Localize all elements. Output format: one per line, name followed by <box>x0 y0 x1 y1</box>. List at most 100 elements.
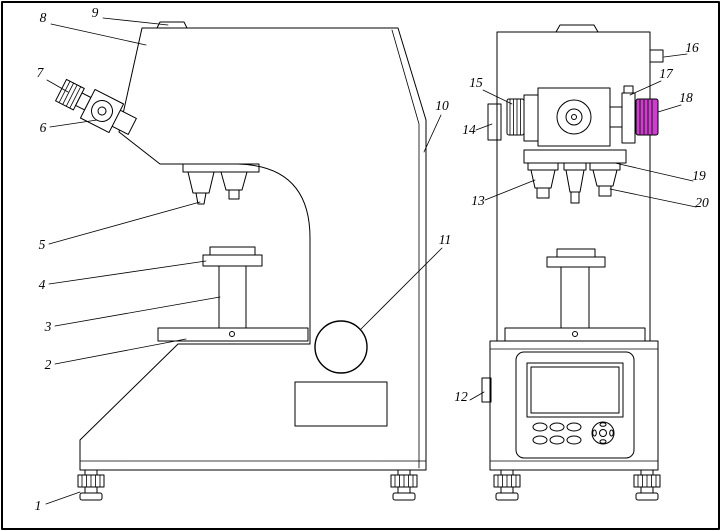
callout-19: 19 <box>692 168 706 183</box>
anvil-top-front <box>556 248 596 258</box>
dpad-control <box>591 421 615 445</box>
base-housing <box>489 340 659 471</box>
key-button <box>566 422 582 432</box>
machine-body-outline <box>79 27 427 471</box>
objective-tip-left <box>536 187 550 199</box>
stage-plate-front <box>504 327 646 342</box>
knurl-hatching-right <box>639 99 653 135</box>
anvil-top <box>209 246 256 256</box>
right-plate <box>621 92 636 144</box>
elevating-screw-front <box>560 266 590 329</box>
filler-cap <box>156 21 188 29</box>
callout-12: 12 <box>454 389 468 404</box>
callout-16: 16 <box>685 40 699 55</box>
foot-screw <box>390 469 418 501</box>
callout-1: 1 <box>35 498 42 513</box>
side-knob <box>481 377 492 403</box>
anvil-base <box>202 254 263 267</box>
callout-11: 11 <box>439 232 452 247</box>
callout-2: 2 <box>45 357 52 372</box>
callout-8: 8 <box>40 10 47 25</box>
foot-screw <box>493 469 521 501</box>
callout-15: 15 <box>469 75 483 90</box>
callout-13: 13 <box>471 193 485 208</box>
display-screen <box>530 366 620 414</box>
elevating-screw <box>218 265 247 329</box>
callout-3: 3 <box>44 319 52 334</box>
head-bracket <box>523 94 539 142</box>
indenter-body <box>565 169 585 193</box>
lens-ring-outer <box>556 99 592 135</box>
head-box <box>537 87 611 147</box>
column-body <box>496 31 651 342</box>
set-screw <box>623 85 634 94</box>
nosepiece-plate <box>182 163 260 173</box>
callout-4: 4 <box>39 277 46 292</box>
objective-lens-right <box>220 171 248 191</box>
eyepiece-housing <box>79 88 125 134</box>
display-screen-frame <box>526 362 624 418</box>
measuring-head <box>487 85 659 147</box>
objective-tip-right <box>598 185 612 197</box>
callout-20: 20 <box>695 195 709 210</box>
stage-screw <box>229 331 235 337</box>
machine-base <box>481 340 659 471</box>
turret-assembly <box>523 149 627 204</box>
knurl-hatching <box>58 80 82 109</box>
callout-5: 5 <box>39 237 46 252</box>
attachment-block <box>649 49 664 63</box>
eyepiece-lens <box>97 106 107 116</box>
callout-14: 14 <box>462 122 476 137</box>
objective-lens-left <box>530 169 556 189</box>
side-plate <box>487 103 502 141</box>
dpad-mark <box>599 422 607 427</box>
objective-cap-left <box>527 162 559 171</box>
anvil-base-front <box>546 256 606 268</box>
dpad-mark <box>609 429 614 437</box>
lens-ring-inner <box>565 108 583 126</box>
turret-plate <box>523 149 627 164</box>
indenter-cap <box>563 162 587 171</box>
base-panel <box>294 381 388 427</box>
callout-9: 9 <box>92 5 99 20</box>
callout-18: 18 <box>679 90 693 105</box>
front-view <box>481 24 664 501</box>
side-view <box>55 21 427 501</box>
filler-cap-front <box>555 24 599 33</box>
foot-screw <box>633 469 661 501</box>
key-button <box>532 435 548 445</box>
objective-tip-left <box>195 192 207 205</box>
callout-labels: 1 2 3 4 5 6 7 8 9 10 11 12 13 14 15 16 1… <box>35 5 709 513</box>
test-table-assembly <box>157 246 309 342</box>
objective-tip-right <box>228 189 240 200</box>
foot-screw <box>77 469 105 501</box>
key-button <box>549 422 565 432</box>
callout-7: 7 <box>37 65 45 80</box>
knurl-hatching-left <box>509 98 521 136</box>
right-shaft <box>609 106 623 128</box>
stage-plate <box>157 327 309 342</box>
stage-screw-front <box>572 331 578 337</box>
key-button <box>566 435 582 445</box>
body-seam-line <box>391 29 420 469</box>
key-button <box>532 422 548 432</box>
lens-center <box>571 114 577 120</box>
callout-6: 6 <box>40 120 47 135</box>
callout-10: 10 <box>435 98 449 113</box>
magenta-knob <box>635 98 659 136</box>
callout-17: 17 <box>659 66 674 81</box>
objective-lens-left <box>187 171 215 194</box>
eyepiece-bezel <box>91 100 113 122</box>
nosepiece-assembly <box>182 163 260 205</box>
keypad <box>532 421 615 445</box>
dpad-mark <box>599 439 607 444</box>
dpad-center <box>599 429 607 437</box>
test-table-front <box>504 248 646 342</box>
leader-lines <box>45 17 697 505</box>
objective-lens-right <box>592 169 618 187</box>
objective-cap-right <box>589 162 621 171</box>
key-button <box>549 435 565 445</box>
